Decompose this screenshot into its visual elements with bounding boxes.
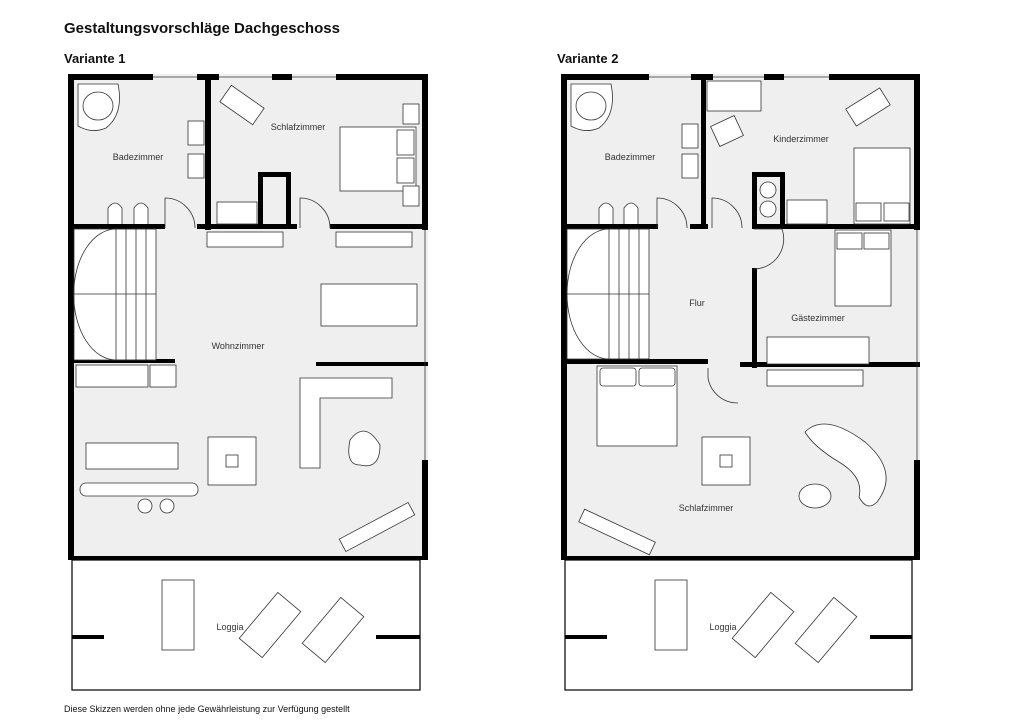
sink-icon	[681, 153, 699, 179]
kitchen-island	[85, 442, 179, 470]
sideboard	[578, 508, 656, 556]
sink-icon	[681, 123, 699, 149]
lounge-chair	[219, 84, 265, 126]
stove-icon	[149, 364, 177, 388]
sun-lounger	[301, 596, 365, 664]
sun-lounger	[238, 591, 302, 659]
disclaimer: Diese Skizzen werden ohne jede Gewährlei…	[64, 704, 350, 714]
toilet-icon	[623, 202, 639, 224]
shelf	[766, 369, 864, 387]
door-arc	[711, 197, 743, 229]
armchair	[798, 483, 832, 509]
loggia-outline	[564, 559, 913, 691]
room-label-bath: Badezimmer	[113, 152, 164, 162]
room-label-hall: Flur	[689, 298, 705, 308]
room-label-guest: Gästezimmer	[791, 313, 845, 323]
kitchen-cabinets	[75, 364, 149, 388]
desk-chair	[710, 115, 744, 147]
plan-variant-1: Badezimmer Schlafzimmer Wohnzimmer Loggi…	[68, 74, 428, 691]
staircase	[73, 228, 157, 361]
dresser	[786, 199, 828, 225]
sun-lounger	[794, 596, 858, 664]
sun-lounger	[731, 591, 795, 659]
bidet-icon	[598, 202, 614, 224]
sink-icon	[187, 153, 205, 179]
page-title: Gestaltungsvorschläge Dachgeschoss	[64, 20, 340, 37]
sideboard	[338, 501, 416, 553]
loggia-table	[161, 579, 195, 651]
door-arc	[707, 368, 739, 404]
sink-icon	[187, 120, 205, 146]
dining-table	[320, 283, 418, 327]
door-arc	[164, 197, 196, 229]
door-arc	[299, 197, 331, 229]
armchair	[348, 430, 381, 467]
lounge-chair	[845, 87, 891, 127]
walls	[561, 74, 920, 560]
desk	[706, 80, 762, 112]
room-label-bedroom: Schlafzimmer	[679, 503, 734, 513]
room-label-bedroom: Schlafzimmer	[271, 122, 326, 132]
walls	[68, 74, 428, 560]
variant-2-label: Variante 2	[557, 51, 619, 66]
curved-sofa	[804, 423, 887, 507]
door-arc	[753, 228, 785, 270]
bidet-icon	[107, 202, 123, 224]
plan-variant-2: Badezimmer Kinderzimmer Flur Gästezimmer…	[561, 74, 920, 691]
door-arc	[656, 197, 688, 229]
sofa	[299, 377, 393, 469]
loggia-table	[654, 579, 688, 651]
toilet-icon	[133, 202, 149, 224]
loggia-outline	[71, 559, 421, 691]
variant-1-label: Variante 1	[64, 51, 126, 66]
dresser	[216, 201, 258, 225]
room-label-kids: Kinderzimmer	[773, 134, 829, 144]
room-label-bath: Badezimmer	[605, 152, 656, 162]
wardrobe	[766, 336, 870, 365]
room-label-loggia: Loggia	[709, 622, 736, 632]
room-label-loggia: Loggia	[216, 622, 243, 632]
room-label-living: Wohnzimmer	[212, 341, 265, 351]
